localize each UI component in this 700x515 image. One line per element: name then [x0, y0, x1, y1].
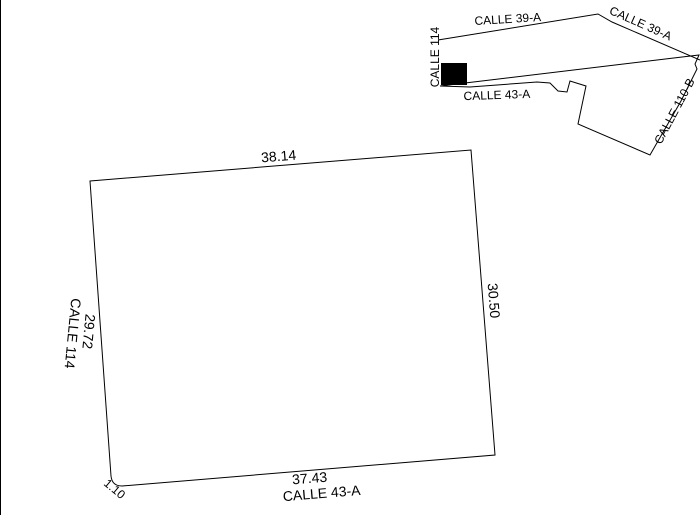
map-street-top-right: CALLE 39-A	[607, 3, 674, 43]
lot-bottom-street: CALLE 43-A	[282, 482, 362, 504]
map-street-bottom: CALLE 43-A	[463, 87, 530, 103]
map-street-top: CALLE 39-A	[474, 10, 541, 28]
lot-right-dimension: 30.50	[485, 283, 504, 319]
lot-top-dimension: 38.14	[260, 147, 296, 166]
lot-location-marker	[441, 63, 467, 85]
lot-corner-dimension: 1.10	[101, 476, 128, 502]
lot-left-street: CALLE 114	[62, 298, 85, 370]
lot-boundary	[89, 149, 496, 487]
lot-bottom-dimension: 37.43	[291, 469, 327, 488]
lot-polygon-group: 38.14 30.50 37.43 CALLE 43-A 29.72 CALLE…	[62, 147, 504, 505]
map-street-left: CALLE 114	[428, 26, 442, 87]
lot-left-dimension: 29.72	[79, 313, 98, 350]
block-outline	[437, 13, 700, 156]
map-street-right: CALLE 110-B	[651, 76, 697, 147]
location-map: CALLE 39-A CALLE 39-A CALLE 114 CALLE 43…	[428, 3, 700, 156]
